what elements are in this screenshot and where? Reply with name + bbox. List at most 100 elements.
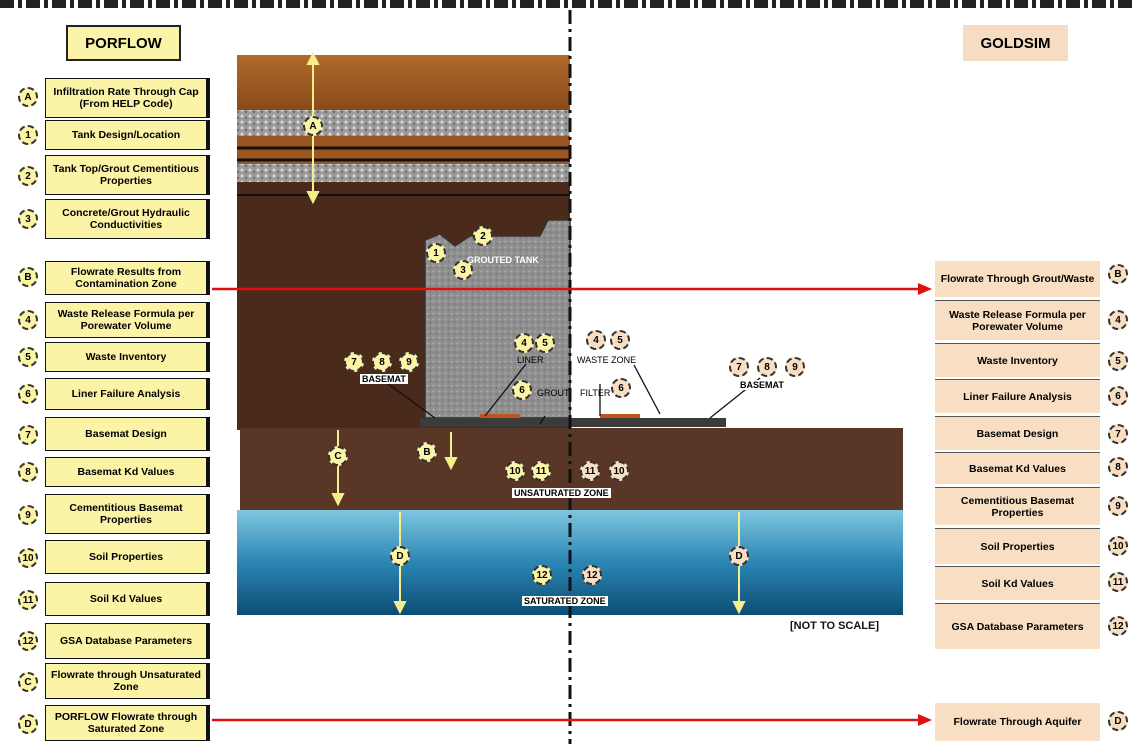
diagram-marker-8-right: 8 [757, 357, 777, 377]
diagram-marker-1: 1 [426, 243, 446, 263]
diagram-marker-10-right: 10 [609, 461, 629, 481]
porflow-item-liner-failure: Liner Failure Analysis [45, 378, 210, 410]
porflow-item-flowrate-contamination: Flowrate Results from Contamination Zone [45, 261, 210, 295]
pointer-lines [379, 363, 761, 425]
porflow-item-basemat-kd: Basemat Kd Values [45, 457, 210, 487]
closure-cap-soil [237, 55, 570, 110]
porflow-header: PORFLOW [66, 25, 181, 61]
marker-7: 7 [18, 425, 38, 445]
diagram-marker-9-right: 9 [785, 357, 805, 377]
marker-A: A [18, 87, 38, 107]
marker-D-left: D [18, 714, 38, 734]
diagram-marker-A: A [303, 116, 323, 136]
diagram-marker-12-left: 12 [532, 565, 552, 585]
diagram-marker-11-left: 11 [531, 461, 551, 481]
goldsim-item-basemat-design: Basemat Design [935, 416, 1100, 450]
goldsim-item-waste-inventory: Waste Inventory [935, 343, 1100, 377]
gravel-layer-2 [237, 164, 570, 182]
marker-1: 1 [18, 125, 38, 145]
marker-C: C [18, 672, 38, 692]
marker-4: 4 [18, 310, 38, 330]
porflow-item-soil-properties: Soil Properties [45, 540, 210, 574]
diagram-marker-4-left: 4 [514, 333, 534, 353]
goldsim-item-basemat-kd: Basemat Kd Values [935, 452, 1100, 484]
basemat-label-right: BASEMAT [738, 380, 786, 390]
diagram-marker-2: 2 [473, 226, 493, 246]
marker-7-right: 7 [1108, 424, 1128, 444]
goldsim-item-flowrate-grout: Flowrate Through Grout/Waste [935, 261, 1100, 297]
diagram-marker-9-left: 9 [399, 352, 419, 372]
goldsim-item-gsa-database: GSA Database Parameters [935, 603, 1100, 649]
diagram-marker-C: C [328, 446, 348, 466]
diagram-marker-10-left: 10 [505, 461, 525, 481]
grouted-tank-label: GROUTED TANK [467, 255, 539, 265]
marker-3: 3 [18, 209, 38, 229]
goldsim-item-cementitious-basemat: Cementitious Basemat Properties [935, 487, 1100, 525]
diagram-marker-5-right: 5 [610, 330, 630, 350]
not-to-scale-note: [NOT TO SCALE] [790, 620, 880, 632]
goldsim-item-flowrate-aquifer: Flowrate Through Aquifer [935, 703, 1100, 741]
marker-8: 8 [18, 462, 38, 482]
porflow-item-waste-inventory: Waste Inventory [45, 342, 210, 372]
diagram-marker-6-right: 6 [611, 378, 631, 398]
marker-11: 11 [18, 590, 38, 610]
marker-9-right: 9 [1108, 496, 1128, 516]
flowrate-arrow-D [212, 714, 932, 726]
marker-10: 10 [18, 548, 38, 568]
diagram-marker-6-left: 6 [512, 380, 532, 400]
diagram-marker-D-left: D [390, 546, 410, 566]
diagram-marker-12-right: 12 [582, 565, 602, 585]
marker-B-left: B [18, 267, 38, 287]
basemat-label-left: BASEMAT [360, 374, 408, 384]
top-dashed-border [0, 0, 1135, 8]
marker-2: 2 [18, 166, 38, 186]
porflow-item-infiltration: Infiltration Rate Through Cap (From HELP… [45, 78, 210, 118]
porflow-item-cementitious-basemat: Cementitious Basemat Properties [45, 494, 210, 534]
diagram-marker-B: B [417, 442, 437, 462]
marker-8-right: 8 [1108, 457, 1128, 477]
filter-label: FILTER [580, 388, 611, 398]
porflow-item-flowrate-unsaturated: Flowrate through Unsaturated Zone [45, 663, 210, 699]
diagram-marker-4-right: 4 [586, 330, 606, 350]
goldsim-item-soil-properties: Soil Properties [935, 528, 1100, 564]
marker-D-right: D [1108, 711, 1128, 731]
goldsim-header: GOLDSIM [963, 25, 1068, 61]
marker-5-right: 5 [1108, 351, 1128, 371]
gravel-layer [237, 110, 570, 136]
porflow-item-tank-design: Tank Design/Location [45, 120, 210, 150]
goldsim-item-soil-kd: Soil Kd Values [935, 566, 1100, 600]
diagram-marker-5-left: 5 [535, 333, 555, 353]
diagram-marker-D-right: D [729, 546, 749, 566]
diagram-marker-8-left: 8 [372, 352, 392, 372]
porflow-item-waste-release: Waste Release Formula per Porewater Volu… [45, 302, 210, 338]
unsaturated-zone-label: UNSATURATED ZONE [512, 488, 611, 498]
marker-9: 9 [18, 505, 38, 525]
porflow-item-basemat-design: Basemat Design [45, 417, 210, 451]
diagram-marker-7-left: 7 [344, 352, 364, 372]
marker-B-right: B [1108, 264, 1128, 284]
grout-label: GROUT [537, 388, 570, 398]
goldsim-item-liner-failure: Liner Failure Analysis [935, 379, 1100, 413]
porflow-item-gsa-database: GSA Database Parameters [45, 623, 210, 659]
marker-4-right: 4 [1108, 310, 1128, 330]
porflow-item-soil-kd: Soil Kd Values [45, 582, 210, 616]
porflow-item-tank-top: Tank Top/Grout Cementitious Properties [45, 155, 210, 195]
marker-12: 12 [18, 631, 38, 651]
marker-10-right: 10 [1108, 536, 1128, 556]
flow-arrow-B-down [444, 432, 458, 471]
marker-12-right: 12 [1108, 616, 1128, 636]
marker-6: 6 [18, 384, 38, 404]
waste-zone-label: WASTE ZONE [577, 355, 637, 365]
marker-5: 5 [18, 347, 38, 367]
marker-11-right: 11 [1108, 572, 1128, 592]
marker-6-right: 6 [1108, 386, 1128, 406]
diagram-marker-11-right: 11 [580, 461, 600, 481]
saturated-zone-label: SATURATED ZONE [522, 596, 608, 606]
basemat [420, 418, 726, 427]
liner-label: LINER [517, 355, 544, 365]
porflow-item-flowrate-saturated: PORFLOW Flowrate through Saturated Zone [45, 705, 210, 741]
diagram-marker-7-right: 7 [729, 357, 749, 377]
diagram-marker-3: 3 [453, 260, 473, 280]
goldsim-item-waste-release: Waste Release Formula per Porewater Volu… [935, 300, 1100, 340]
